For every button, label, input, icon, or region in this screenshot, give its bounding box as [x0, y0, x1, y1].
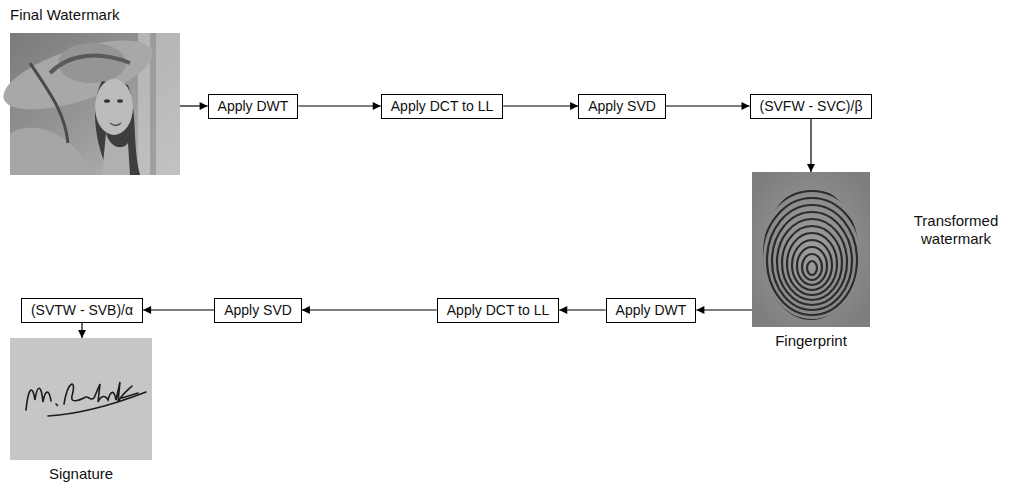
flow-arrow: [666, 105, 750, 106]
flow-arrow: [810, 119, 811, 173]
flow-arrow: [559, 309, 605, 310]
box-label: Apply SVD: [224, 299, 292, 322]
flow-arrow: [180, 105, 208, 106]
fingerprint-photo-part-part: [752, 184, 872, 330]
image-node: Final Watermark: [10, 33, 180, 175]
process-box: Apply SVD: [578, 94, 666, 119]
fingerprint-photo-part-part: [797, 247, 827, 285]
process-box: (SVFW - SVC)/β: [750, 94, 873, 119]
fingerprint-photo-part-part: [807, 261, 817, 275]
fingerprint-photo-part-part: [777, 219, 847, 305]
fingerprint-photo-part-part: [772, 212, 852, 310]
image-node: Signature: [10, 338, 152, 460]
lena-photo-part: [58, 43, 126, 83]
lena-photo-part: [110, 123, 121, 125]
signature-photo: [10, 338, 152, 460]
image-caption: Transformed watermark: [898, 212, 1014, 248]
image-caption: Final Watermark: [10, 6, 180, 24]
fingerprint-photo-part-part: [782, 226, 842, 300]
lena-photo-part: [95, 79, 133, 135]
flow-arrow: [503, 105, 578, 106]
fingerprint-photo-part-part: [802, 254, 822, 280]
lena-photo-part: [30, 63, 68, 143]
fingerprint-photo-part-part: [792, 240, 832, 290]
box-label: (SVFW - SVC)/β: [760, 95, 863, 118]
process-box: (SVTW - SVB)/α: [21, 298, 143, 323]
box-label: Apply SVD: [588, 95, 656, 118]
process-box: Apply DCT to LL: [381, 94, 503, 119]
flow-arrow: [143, 309, 214, 310]
flow-arrow: [696, 309, 752, 310]
box-label: (SVTW - SVB)/α: [31, 299, 133, 322]
process-box: Apply DCT to LL: [437, 298, 559, 323]
fingerprint-photo-part: [752, 172, 870, 327]
box-label: Apply DWT: [218, 95, 289, 118]
lena-photo: [0, 26, 180, 175]
image-node: Transformed watermarkFingerprint: [752, 172, 870, 327]
flow-arrow: [302, 309, 437, 310]
lena-photo-part: [50, 56, 130, 73]
fingerprint-photo-part-part: [787, 233, 837, 295]
image-caption: Signature: [10, 465, 152, 483]
fingerprint-photo-part-part: [757, 191, 867, 325]
lena-photo-part: [0, 26, 160, 124]
fingerprint-photo-part-part: [762, 198, 862, 320]
process-box: Apply DWT: [606, 298, 697, 323]
flow-arrow: [298, 105, 380, 106]
lena-photo-part: [102, 133, 130, 175]
flow-arrow: [81, 323, 82, 339]
box-label: Apply DCT to LL: [391, 95, 493, 118]
box-label: Apply DCT to LL: [447, 299, 549, 322]
lena-photo-part: [10, 128, 95, 175]
process-box: Apply SVD: [214, 298, 302, 323]
fingerprint-photo: [752, 172, 872, 330]
process-box: Apply DWT: [208, 94, 299, 119]
image-caption: Fingerprint: [752, 332, 870, 350]
lena-photo-part: [104, 99, 110, 103]
fingerprint-photo-part: [752, 184, 872, 330]
signature-photo-part: [26, 382, 146, 416]
signature-photo-part: [10, 338, 152, 460]
box-label: Apply DWT: [616, 299, 687, 322]
lena-photo-part: [117, 99, 123, 103]
fingerprint-photo-part-part: [767, 205, 857, 315]
